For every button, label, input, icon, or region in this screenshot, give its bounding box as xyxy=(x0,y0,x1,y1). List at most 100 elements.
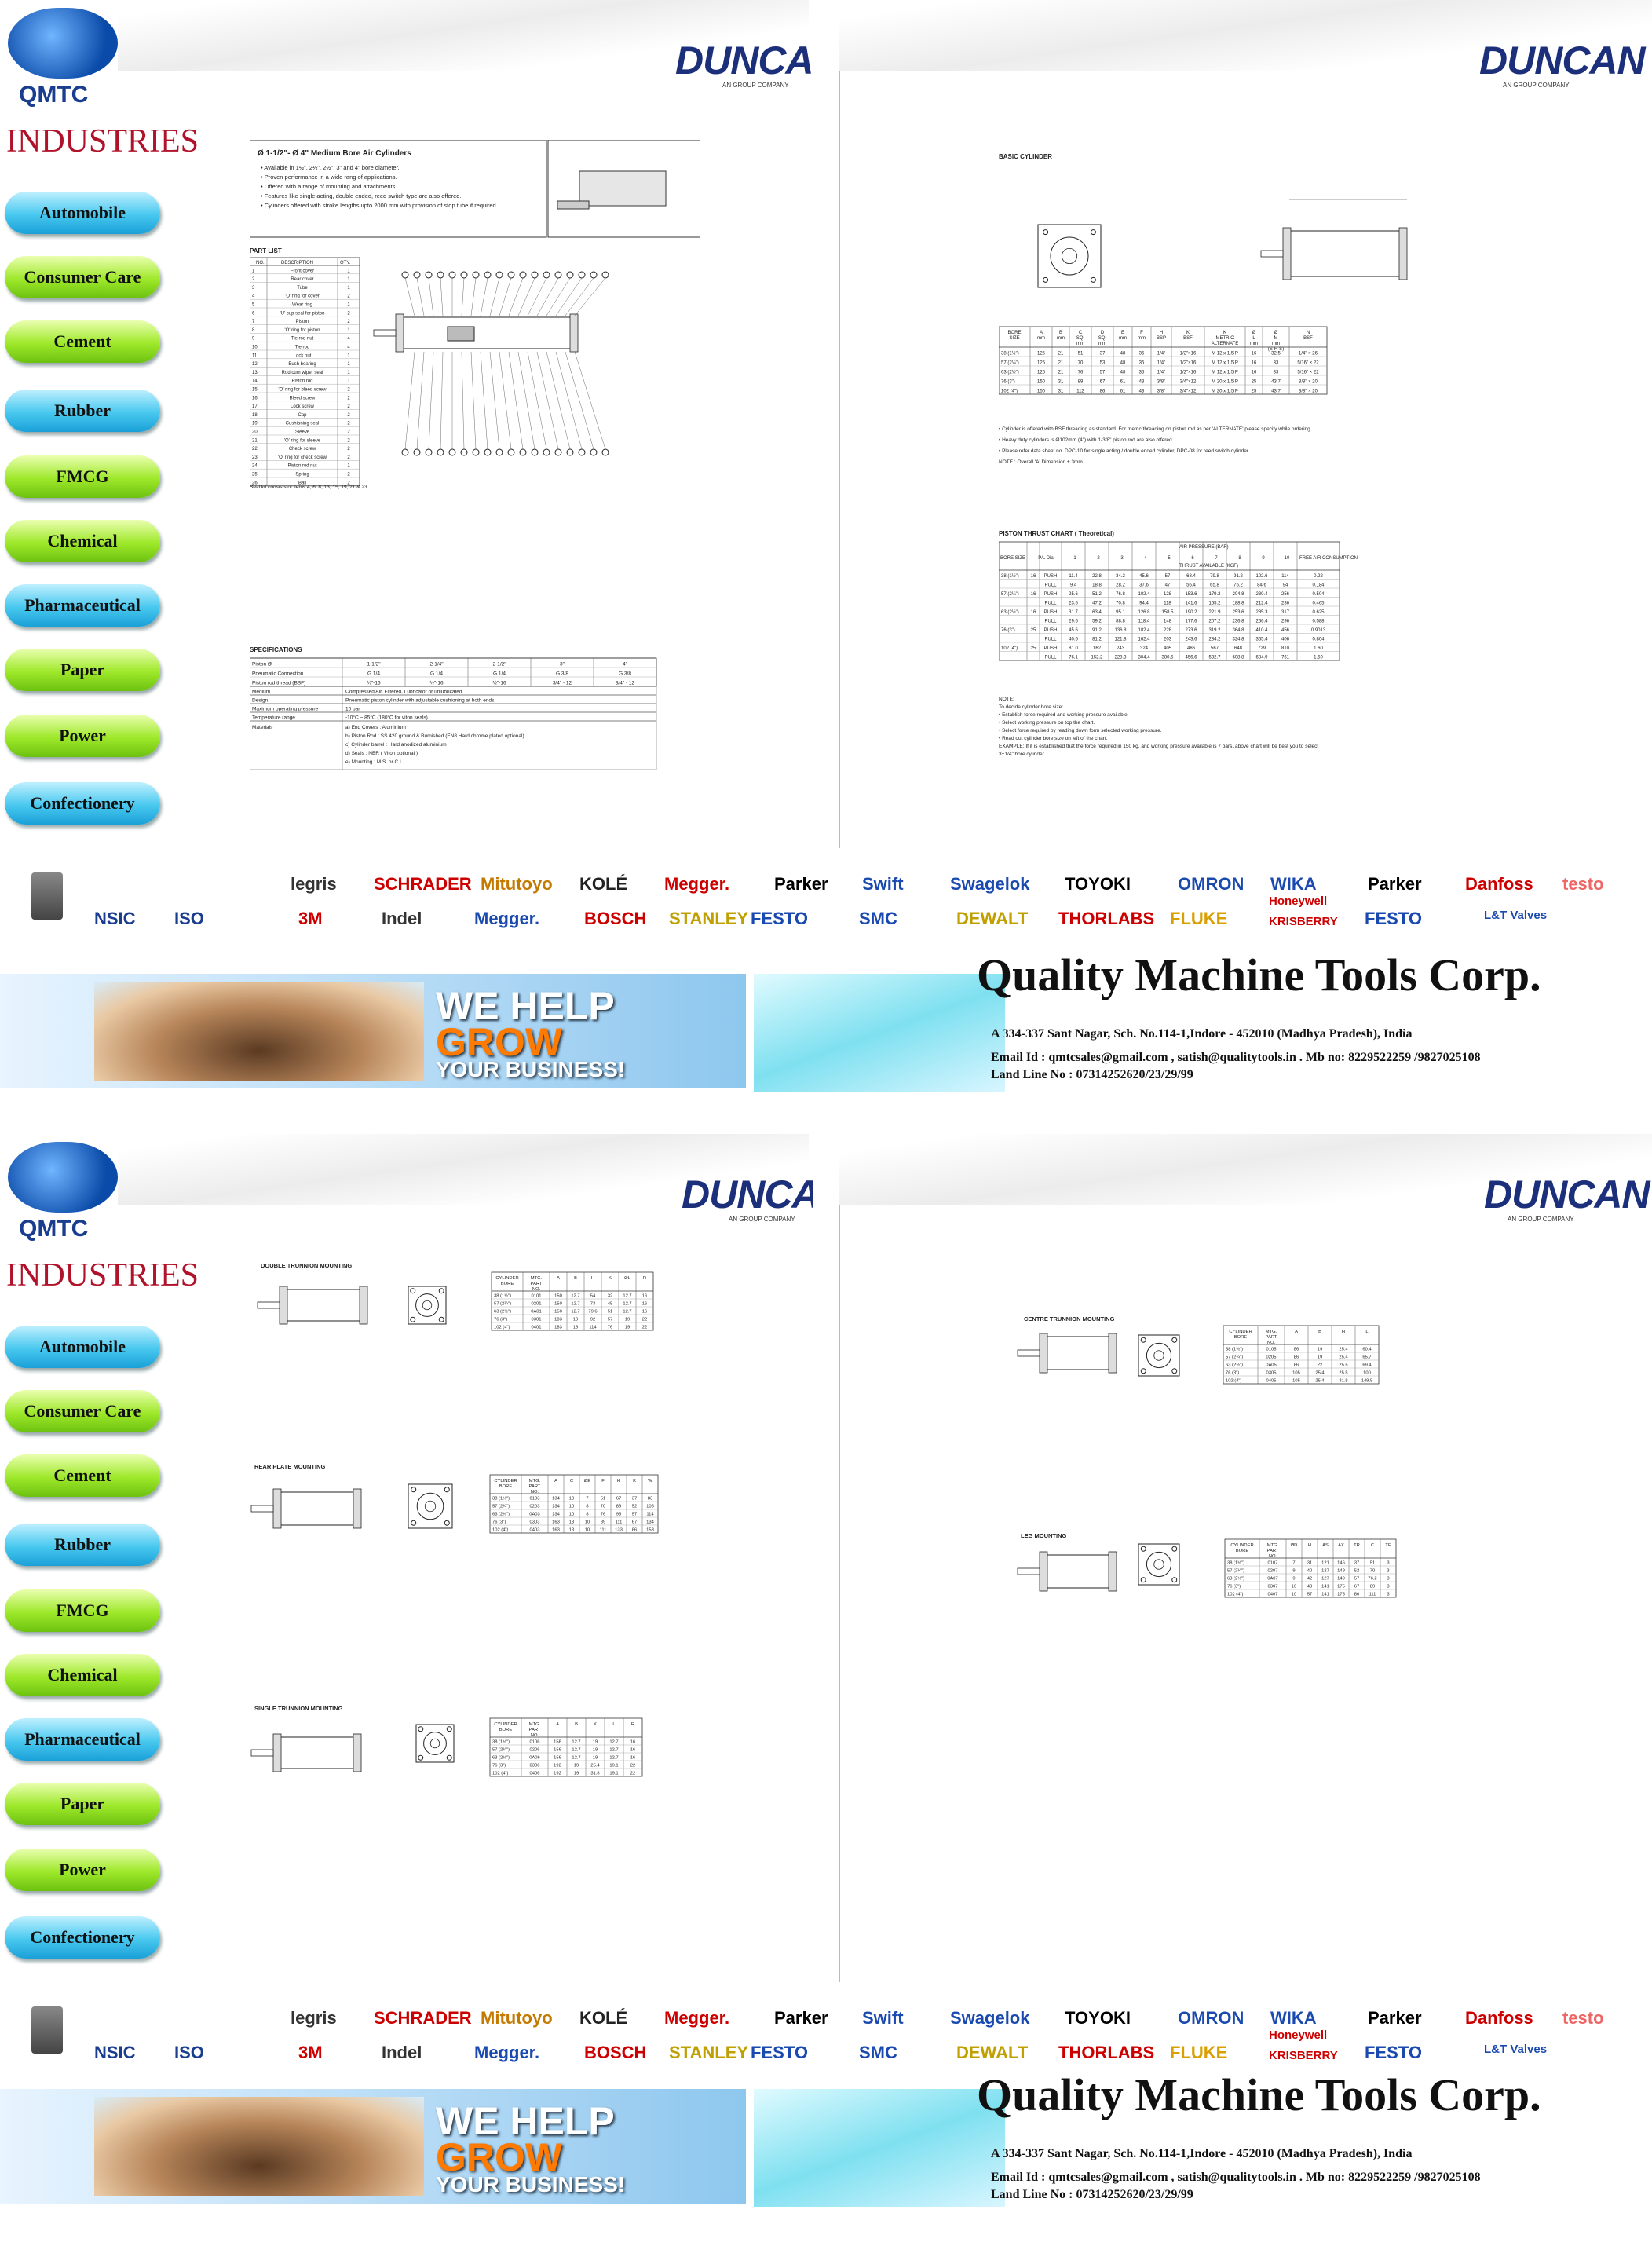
part-header: NO. xyxy=(256,261,265,265)
sidebar-item-fmcg[interactable]: FMCG xyxy=(5,1589,160,1632)
part-list-cell: 2 xyxy=(347,388,350,393)
sidebar-item-pharmaceutical[interactable]: Pharmaceutical xyxy=(5,584,160,627)
thrust-col-header: 10 xyxy=(1285,556,1290,561)
part-list-cell: Bleed screw xyxy=(290,396,316,401)
double-trunnion-cell: 150 xyxy=(554,1302,562,1307)
centre-trunnion-cell: 25.4 xyxy=(1339,1348,1348,1352)
leg-cell: 63 (2½") xyxy=(1227,1576,1244,1582)
double-trunnion-cell: 57 xyxy=(608,1318,612,1322)
double-trunnion-cell: 79.6 xyxy=(588,1310,597,1315)
thrust-cell: 266.4 xyxy=(1255,620,1268,624)
sidebar-item-cement[interactable]: Cement xyxy=(5,320,160,363)
leg-side-end xyxy=(1039,1551,1048,1592)
leg-cell: 0A07 xyxy=(1267,1577,1278,1582)
sidebar-item-chemical[interactable]: Chemical xyxy=(5,1654,160,1696)
banner-line1: WE HELP xyxy=(436,984,615,1028)
sidebar-item-chemical[interactable]: Chemical xyxy=(5,520,160,562)
basic-dim-cell: 48 xyxy=(1120,361,1126,366)
sidebar-item-automobile[interactable]: Automobile xyxy=(5,192,160,234)
sidebar-item-rubber[interactable]: Rubber xyxy=(5,390,160,432)
basic-dim-cell: 38 (1½") xyxy=(1001,351,1019,357)
thrust-cell: 296 xyxy=(1281,620,1290,624)
double-trunnion-cell: 0301 xyxy=(532,1318,542,1322)
thrust-cell: 236.8 xyxy=(1232,620,1244,624)
centre-trunnion-side-rod xyxy=(1017,1349,1040,1357)
sidebar-item-pharmaceutical[interactable]: Pharmaceutical xyxy=(5,1718,160,1761)
callout-bubble xyxy=(531,448,539,456)
sidebar-item-consumer-care[interactable]: Consumer Care xyxy=(5,256,160,298)
part-list-title: PART LIST xyxy=(250,247,282,254)
left-panel: QMTC DUNCAN AN GROUP COMPANY INDUSTRIES … xyxy=(0,0,813,840)
thrust-cell: 365.4 xyxy=(1255,638,1268,642)
sidebar-item-cement[interactable]: Cement xyxy=(5,1454,160,1497)
part-list-cell: 1 xyxy=(347,303,350,308)
centre-trunnion-header: H xyxy=(1342,1330,1345,1334)
centre-trunnion-cell: 76 (3") xyxy=(1226,1371,1239,1376)
sidebar-item-paper[interactable]: Paper xyxy=(5,1783,160,1825)
sidebar-item-confectionery[interactable]: Confectionery xyxy=(5,1916,160,1959)
basic-dim-cell: 1/2"×16 xyxy=(1180,361,1197,366)
spec-label: Design xyxy=(252,698,269,704)
thrust-cell: PUSH xyxy=(1044,592,1058,597)
leg-cell: 0107 xyxy=(1268,1561,1278,1566)
brand-logo: Swagelok xyxy=(950,874,1030,894)
sidebar-item-rubber[interactable]: Rubber xyxy=(5,1524,160,1566)
thrust-cell: 76.8 xyxy=(1116,592,1125,597)
thrust-col-header: 1 xyxy=(1073,556,1076,561)
single-trunnion-cell: 19.1 xyxy=(609,1772,618,1776)
thrust-note: To decide cylinder bore size: xyxy=(999,704,1063,710)
plant-in-hands-image xyxy=(94,982,424,1081)
sidebar-item-automobile[interactable]: Automobile xyxy=(5,1326,160,1368)
part-list-cell: 4 xyxy=(347,337,350,342)
duncan-logo: DUNCAN xyxy=(1484,1172,1650,1216)
thrust-cell: 221.9 xyxy=(1208,610,1221,615)
sidebar-item-confectionery[interactable]: Confectionery xyxy=(5,782,160,825)
brand-logo: KOLÉ xyxy=(579,2008,628,2028)
double-trunnion-cell: 19 xyxy=(625,1326,630,1330)
sidebar-item-fmcg[interactable]: FMCG xyxy=(5,455,160,498)
basic-dim-cell: M 12 x 1.5 P xyxy=(1212,352,1238,357)
brand-logo: Megger. xyxy=(474,909,540,928)
sidebar-item-power[interactable]: Power xyxy=(5,1849,160,1891)
duncan-sub: AN GROUP COMPANY xyxy=(722,82,789,89)
spec-value: -10°C ~ 85°C (180°C for viton seals) xyxy=(345,715,428,721)
sidebar-item-paper[interactable]: Paper xyxy=(5,649,160,691)
basic-cylinder-side-rod xyxy=(1260,250,1284,258)
thrust-note: • Read out cylinder bore size on left of… xyxy=(999,736,1108,741)
leg-header: ØD xyxy=(1291,1543,1298,1548)
brand-logo: SCHRADER xyxy=(374,874,472,894)
double-trunnion-cell: 19 xyxy=(573,1326,578,1330)
part-list-cell: Cap xyxy=(298,413,307,418)
callout-bubble xyxy=(425,448,433,456)
thrust-col-header: 8 xyxy=(1238,556,1241,561)
thrust-cell: 243.6 xyxy=(1185,638,1197,642)
basic-dim-header: C xyxy=(1079,331,1083,335)
thrust-cell: 47.2 xyxy=(1092,602,1102,606)
leg-cell: 38 (1½") xyxy=(1227,1560,1244,1566)
sidebar-item-power[interactable]: Power xyxy=(5,715,160,757)
leg-end-rod xyxy=(1153,1559,1164,1570)
single-trunnion-cell: 16 xyxy=(630,1748,635,1753)
callout-leader xyxy=(480,351,488,450)
spec-cell: G 3/8 xyxy=(556,671,568,677)
brand-logo: TOYOKI xyxy=(1065,874,1131,894)
centre-trunnion-header: MTG. xyxy=(1266,1330,1277,1334)
basic-dim-cell: 125 xyxy=(1037,352,1046,357)
centre-trunnion-end-tierod xyxy=(1171,1368,1178,1374)
callout-bubble xyxy=(519,271,527,279)
centre-trunnion-end-rod xyxy=(1153,1350,1164,1361)
callout-leader xyxy=(404,277,415,316)
part-list-cell: Rod cum wiper seal xyxy=(282,371,323,375)
leg-header: H xyxy=(1308,1543,1311,1548)
leg-end-tierod xyxy=(1140,1577,1146,1583)
single-trunnion-end-tierod xyxy=(446,1754,452,1761)
photo-box xyxy=(547,140,700,238)
double-trunnion-cell: 12.7 xyxy=(571,1310,579,1315)
single-trunnion-cell: 156 xyxy=(554,1756,561,1761)
double-trunnion-cell: 76 xyxy=(608,1326,612,1330)
centre-trunnion-cell: 19 xyxy=(1318,1348,1322,1352)
thrust-cell: 364.8 xyxy=(1232,628,1244,633)
sidebar-item-consumer-care[interactable]: Consumer Care xyxy=(5,1390,160,1432)
part-list-cell: 1 xyxy=(347,286,350,291)
